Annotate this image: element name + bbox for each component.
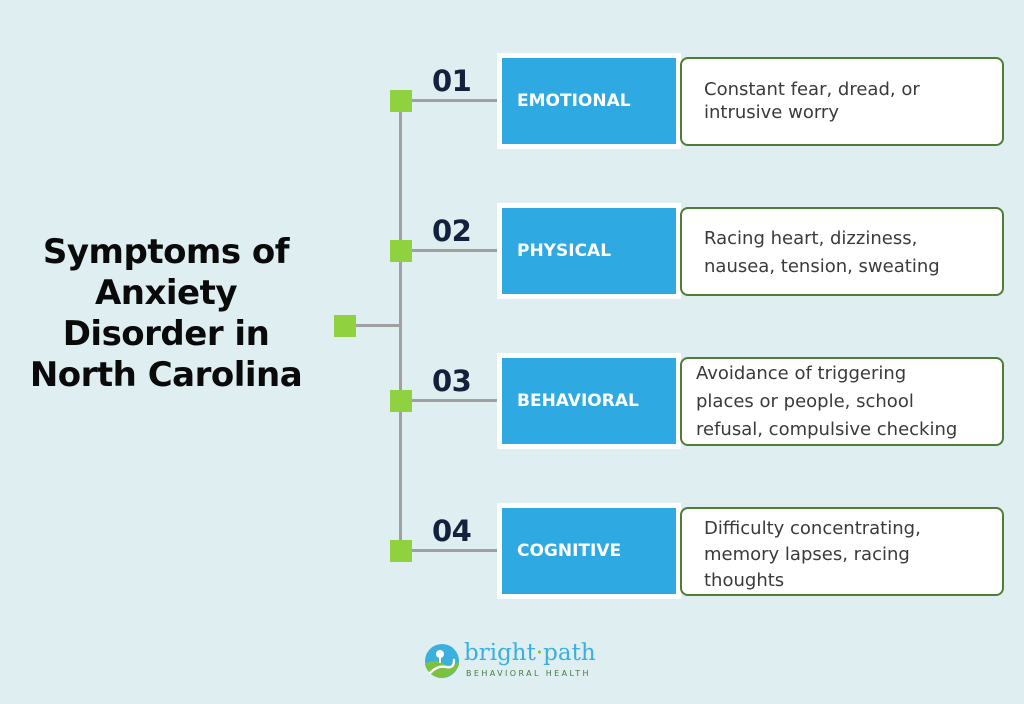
root-connector bbox=[354, 324, 402, 327]
trunk-connector bbox=[399, 100, 402, 552]
title-line-3: Disorder in bbox=[62, 314, 270, 354]
category-label: EMOTIONAL bbox=[517, 91, 631, 111]
page-title: Symptoms of Anxiety Disorder in North Ca… bbox=[0, 232, 332, 396]
description-text: Difficulty concentrating, memory lapses,… bbox=[704, 518, 921, 591]
category-box-emotional: EMOTIONAL bbox=[497, 53, 681, 149]
item-number: 03 bbox=[432, 364, 472, 398]
root-node bbox=[334, 315, 356, 337]
branch-node-3 bbox=[390, 390, 412, 412]
logo: bright·path BEHAVIORAL HEALTH bbox=[424, 640, 604, 686]
category-box-physical: PHYSICAL bbox=[497, 203, 681, 299]
title-line-1: Symptoms of bbox=[42, 232, 290, 272]
description-box bbox=[680, 507, 1004, 596]
category-label: BEHAVIORAL bbox=[517, 391, 639, 411]
description-box bbox=[680, 207, 1004, 296]
logo-subtitle: BEHAVIORAL HEALTH bbox=[466, 669, 591, 678]
description-text: Constant fear, dread, or intrusive worry bbox=[704, 79, 920, 123]
branch-connector-3 bbox=[401, 399, 497, 402]
title-line-2: Anxiety bbox=[94, 273, 238, 313]
description-box bbox=[680, 57, 1004, 146]
category-box-behavioral: BEHAVIORAL bbox=[497, 353, 681, 449]
category-box-cognitive: COGNITIVE bbox=[497, 503, 681, 599]
category-label: COGNITIVE bbox=[517, 541, 622, 561]
description-text: Avoidance of triggering places or people… bbox=[696, 363, 958, 440]
description-text: Racing heart, dizziness, nausea, tension… bbox=[704, 228, 940, 277]
item-number: 01 bbox=[432, 64, 472, 98]
logo-name: bright·path bbox=[464, 640, 596, 666]
category-label: PHYSICAL bbox=[517, 241, 612, 261]
description-box bbox=[680, 357, 1004, 446]
branch-connector-2 bbox=[401, 249, 497, 252]
branch-node-1 bbox=[390, 90, 412, 112]
branch-connector-1 bbox=[401, 99, 497, 102]
branch-connector-4 bbox=[401, 549, 497, 552]
item-number: 04 bbox=[432, 514, 472, 548]
logo-mark-icon bbox=[425, 644, 459, 678]
title-line-4: North Carolina bbox=[29, 355, 303, 395]
item-number: 02 bbox=[432, 214, 472, 248]
branch-node-4 bbox=[390, 540, 412, 562]
branch-node-2 bbox=[390, 240, 412, 262]
